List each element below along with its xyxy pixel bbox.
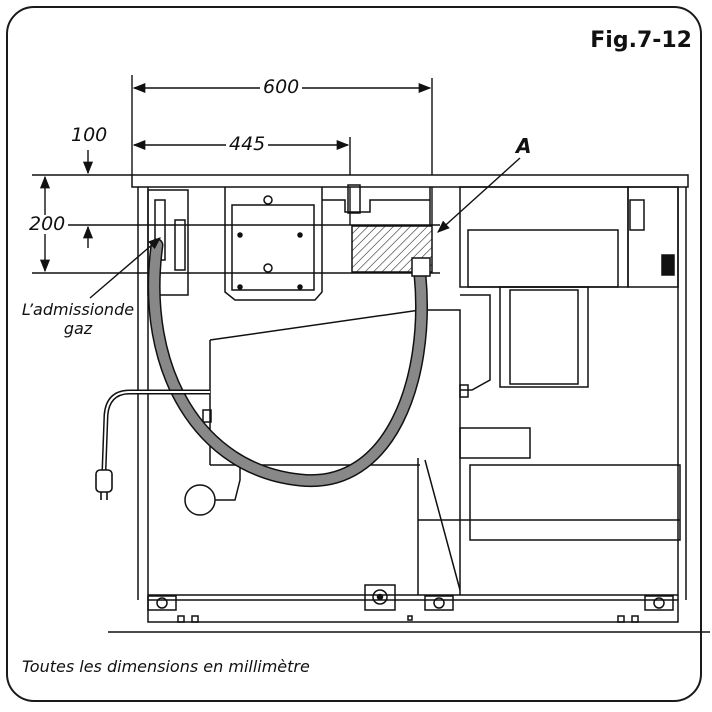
dimension-lines xyxy=(32,75,440,274)
power-cord xyxy=(101,389,210,471)
dim-200-label: 200 xyxy=(26,215,69,234)
marker-a-label: A xyxy=(516,134,532,158)
footnote: Toutes les dimensions en millimètre xyxy=(22,657,310,676)
gas-inlet-line-1: L’admissionde xyxy=(21,300,135,319)
figure-frame xyxy=(6,6,702,702)
dim-600-label: 600 xyxy=(260,78,303,97)
gas-inlet-line-2: gaz xyxy=(63,319,93,339)
leader-gas-inlet xyxy=(89,237,161,299)
dim-100-label: 100 xyxy=(68,126,111,145)
power-plug xyxy=(95,469,113,500)
dim-445-label: 445 xyxy=(226,135,269,154)
appliance-body xyxy=(108,174,710,633)
gas-inlet-label: L’admissionde gaz xyxy=(8,300,148,338)
leader-a xyxy=(437,157,521,233)
figure-label: Fig.7-12 xyxy=(590,28,692,53)
hose-connector xyxy=(411,257,431,277)
